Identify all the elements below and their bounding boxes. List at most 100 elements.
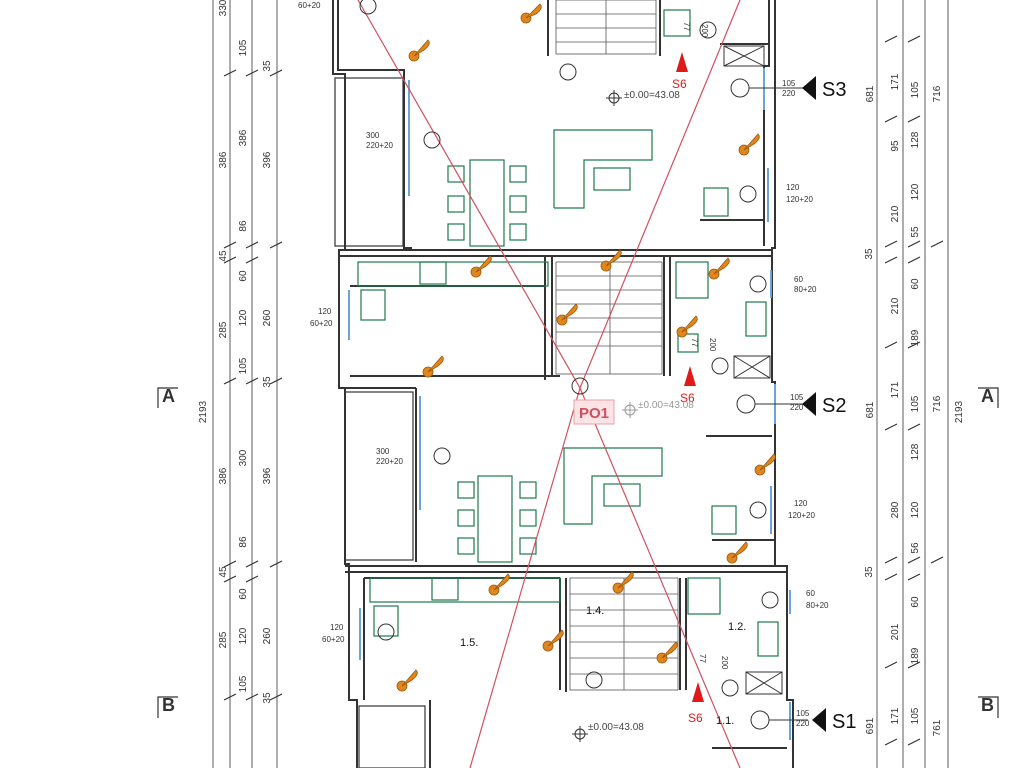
axis-label-a-right: A: [981, 386, 994, 406]
svg-text:80+20: 80+20: [806, 601, 829, 610]
svg-text:105: 105: [910, 707, 921, 724]
svg-text:56: 56: [910, 542, 921, 554]
svg-text:210: 210: [890, 205, 901, 222]
svg-text:S6: S6: [672, 77, 687, 91]
window-labels: 300 220+20 120 60+20 300 220+20 120 60+2…: [298, 1, 829, 644]
shafts: [723, 45, 783, 695]
light-fixture-icon: [600, 249, 622, 272]
svg-text:120: 120: [910, 501, 921, 518]
svg-text:86: 86: [238, 220, 249, 232]
section-s2: S2 105 220: [790, 392, 846, 417]
cut-lines: [357, 0, 741, 768]
svg-text:220: 220: [790, 403, 804, 412]
svg-text:716: 716: [932, 395, 943, 412]
level-crosshair-icon: [572, 726, 588, 742]
svg-text:171: 171: [890, 381, 901, 398]
svg-text:171: 171: [890, 707, 901, 724]
svg-text:105: 105: [910, 395, 921, 412]
svg-text:105: 105: [238, 675, 249, 692]
svg-text:120: 120: [238, 309, 249, 326]
stair-markers: S6 S6 S6: [672, 52, 704, 725]
svg-text:120: 120: [794, 499, 808, 508]
section-label-s3: S3: [822, 79, 846, 101]
svg-text:220+20: 220+20: [376, 457, 403, 466]
svg-text:77: 77: [698, 654, 707, 663]
section-arrow-icon: [802, 392, 816, 416]
room-1-1: 1.1.: [716, 715, 734, 727]
left-dimension-chains: [212, 0, 283, 768]
right-dimension-labels: 2193 681 681 691 716 716 761 171 105 95 …: [864, 73, 965, 736]
svg-text:285: 285: [218, 321, 229, 338]
svg-text:128: 128: [910, 131, 921, 148]
dim-right-total: 2193: [954, 400, 965, 423]
po1-marker: PO1: [573, 399, 615, 425]
room-1-5: 1.5.: [460, 637, 478, 649]
svg-text:220: 220: [796, 719, 810, 728]
light-fixture-icon: [656, 641, 678, 664]
svg-text:120: 120: [330, 623, 344, 632]
svg-text:396: 396: [262, 151, 273, 168]
light-fixture-icon: [542, 629, 564, 652]
svg-text:35: 35: [864, 248, 875, 260]
staircases: [555, 0, 679, 691]
svg-text:189: 189: [910, 647, 921, 664]
svg-text:60: 60: [794, 275, 803, 284]
svg-text:330: 330: [218, 0, 229, 16]
svg-text:60: 60: [910, 278, 921, 290]
svg-text:761: 761: [932, 719, 943, 736]
light-fixture-icon: [488, 573, 510, 596]
svg-text:35: 35: [864, 566, 875, 578]
door-labels: 200 200 200 77 77 77: [682, 22, 729, 670]
svg-text:45: 45: [218, 566, 229, 578]
terraces: [334, 77, 426, 768]
svg-text:691: 691: [865, 717, 876, 734]
light-fixture-icon: [676, 315, 698, 338]
walls: [332, 0, 794, 768]
light-fixture-icon: [754, 453, 776, 476]
axis-label-b-right: B: [981, 695, 994, 715]
svg-text:200: 200: [720, 656, 729, 670]
axis-label-a-left: A: [162, 386, 175, 406]
svg-text:105: 105: [238, 39, 249, 56]
svg-text:80+20: 80+20: [794, 285, 817, 294]
light-fixture-icon: [408, 39, 430, 62]
svg-text:171: 171: [890, 73, 901, 90]
light-fixtures: [396, 3, 776, 692]
svg-text:300: 300: [376, 447, 390, 456]
svg-text:35: 35: [262, 692, 273, 704]
light-fixture-icon: [612, 571, 634, 594]
svg-text:681: 681: [865, 85, 876, 102]
svg-text:120: 120: [238, 627, 249, 644]
svg-text:128: 128: [910, 443, 921, 460]
svg-text:60: 60: [238, 270, 249, 282]
svg-text:86: 86: [238, 536, 249, 548]
svg-text:210: 210: [890, 297, 901, 314]
light-fixture-icon: [556, 303, 578, 326]
svg-text:60+20: 60+20: [322, 635, 345, 644]
light-fixture-icon: [708, 257, 730, 280]
dim-left-total: 2193: [198, 400, 209, 423]
svg-text:105: 105: [790, 393, 804, 402]
section-label-s1: S1: [832, 711, 856, 733]
stair-marker-icon: S6: [680, 366, 696, 405]
section-s3: S3 105 220: [782, 76, 846, 101]
room-labels: 1.5. 1.4. 1.2. 1.1.: [460, 605, 746, 727]
light-fixture-icon: [422, 355, 444, 378]
svg-text:35: 35: [262, 60, 273, 72]
stair-marker-icon: S6: [672, 52, 688, 91]
svg-text:386: 386: [218, 151, 229, 168]
svg-text:120: 120: [786, 183, 800, 192]
svg-text:716: 716: [932, 85, 943, 102]
left-dimension-labels: 2193 330 105 35 386 396 386 86 45 60 285…: [198, 0, 273, 704]
section-arrow-icon: [812, 708, 826, 732]
svg-text:105: 105: [796, 709, 810, 718]
svg-text:60: 60: [806, 589, 815, 598]
section-label-s2: S2: [822, 395, 846, 417]
svg-text:300: 300: [238, 449, 249, 466]
section-s1: S1 105 220: [796, 708, 856, 733]
svg-text:386: 386: [238, 129, 249, 146]
svg-text:S6: S6: [688, 711, 703, 725]
svg-text:260: 260: [262, 309, 273, 326]
light-fixture-icon: [520, 3, 542, 24]
po1-label: PO1: [579, 405, 609, 422]
